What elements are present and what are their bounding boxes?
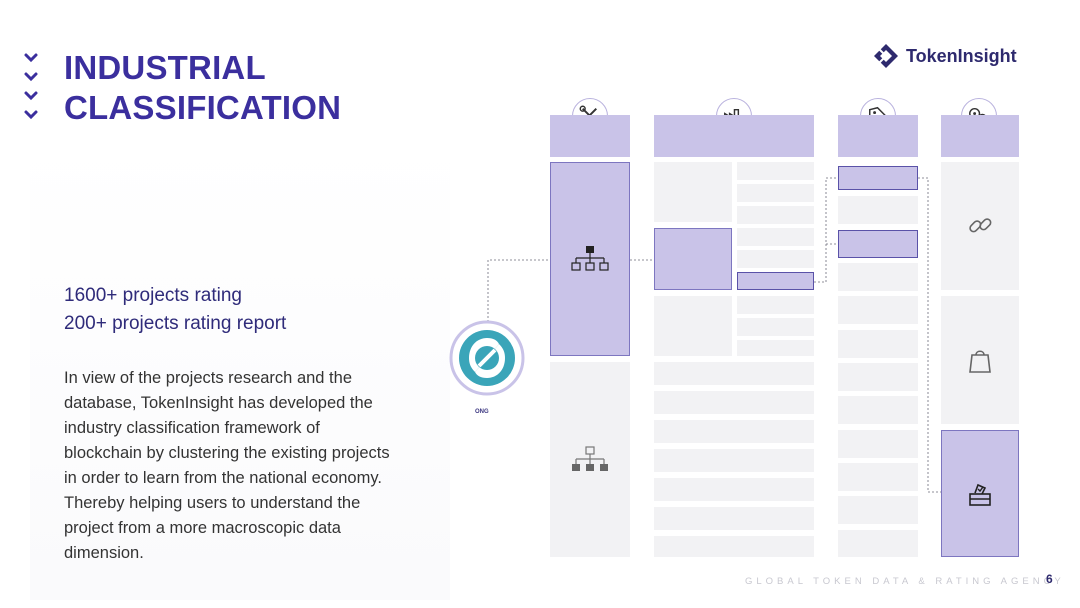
hierarchy-icon: [572, 445, 608, 471]
industry-row: [654, 420, 814, 443]
column-header-3: [838, 115, 918, 157]
stats-block: 1600+ projects rating 200+ projects rati…: [64, 282, 286, 338]
footer-tagline: GLOBAL TOKEN DATA & RATING AGENCY: [745, 576, 1065, 587]
application-item: [838, 463, 918, 491]
category-block-primary: [550, 162, 630, 356]
shopping-bag-icon: [969, 350, 991, 373]
industry-item: [737, 228, 814, 246]
token-type-bag: [941, 296, 1019, 424]
chevron-down-icon: [24, 72, 38, 82]
ong-label: ONG: [475, 409, 489, 415]
application-item: [838, 330, 918, 358]
title-line-1: INDUSTRIAL: [64, 49, 266, 86]
industry-row: [654, 536, 814, 557]
application-item: [838, 496, 918, 524]
industry-item: [737, 250, 814, 268]
page-number: 6: [1046, 572, 1053, 586]
chevron-down-icon: [24, 110, 38, 120]
category-block-secondary: [550, 362, 630, 557]
ballot-box-icon: [969, 483, 991, 506]
column-header-1: [550, 115, 630, 157]
chevron-decoration: [22, 50, 44, 126]
chevron-down-icon: [24, 53, 38, 63]
industry-row: [654, 478, 814, 501]
token-type-vote-selected: [941, 430, 1019, 557]
industry-item: [737, 318, 814, 336]
application-item: [838, 196, 918, 224]
application-item: [838, 363, 918, 391]
industry-item: [737, 206, 814, 224]
logo-wordmark: TokenInsight: [906, 45, 1017, 66]
industry-item: [737, 184, 814, 202]
ong-token-icon: [449, 320, 525, 396]
industry-row: [654, 507, 814, 530]
chevron-down-icon: [24, 91, 38, 101]
industry-row: [654, 362, 814, 385]
industry-group-1: [654, 162, 732, 222]
stat-rating-report: 200+ projects rating report: [64, 313, 287, 334]
application-item: [838, 296, 918, 324]
brand-logo: TokenInsight: [872, 42, 1017, 70]
application-item: [838, 396, 918, 424]
column-header-2: [654, 115, 814, 157]
left-panel-background: [30, 140, 450, 600]
description-paragraph: In view of the projects research and the…: [64, 369, 390, 562]
application-item: [838, 530, 918, 557]
hierarchy-icon: [571, 246, 609, 271]
title-line-2: CLASSIFICATION: [64, 89, 342, 126]
page-title: INDUSTRIAL CLASSIFICATION: [64, 48, 341, 128]
application-item-selected: [838, 166, 918, 190]
industry-item: [737, 296, 814, 314]
stat-projects-rating: 1600+ projects rating: [64, 285, 242, 306]
column-header-4: [941, 115, 1019, 157]
industry-group-2-selected: [654, 228, 732, 290]
industry-row: [654, 391, 814, 414]
chain-link-icon: [969, 218, 992, 233]
application-item: [838, 263, 918, 291]
industry-item: [737, 340, 814, 356]
industry-row: [654, 449, 814, 472]
tokeninsight-logo-icon: [874, 44, 898, 68]
industry-item: [737, 162, 814, 180]
industry-item-selected: [737, 272, 814, 290]
application-item: [838, 430, 918, 458]
application-item-selected: [838, 230, 918, 258]
token-type-chain: [941, 162, 1019, 290]
industry-group-3: [654, 296, 732, 356]
